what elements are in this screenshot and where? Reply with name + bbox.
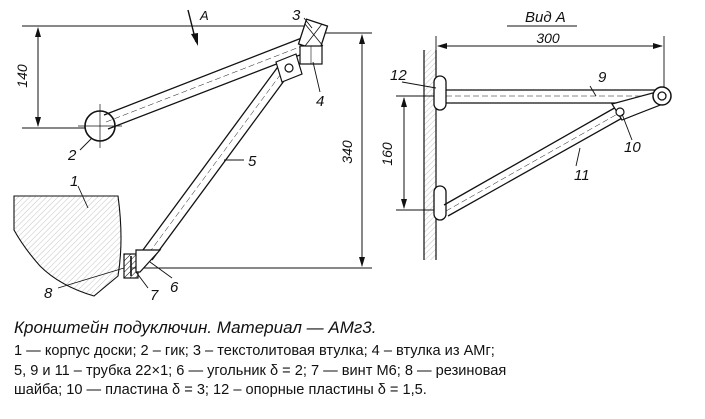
dimension-340: 340 [339, 34, 365, 267]
diagonal-strut-5 [139, 63, 293, 261]
bottom-bracket [123, 249, 162, 279]
callout-7: 7 [150, 287, 159, 304]
caption-line-1: 1 — корпус доски; 2 – гик; 3 – текстолит… [14, 343, 495, 359]
callout-10: 10 [624, 139, 641, 156]
callout-2: 2 [67, 147, 77, 164]
view-arrow-letter: А [199, 8, 209, 23]
callout-8: 8 [44, 285, 53, 302]
support-plates [433, 75, 447, 221]
dimension-140-label: 140 [14, 64, 30, 88]
upper-tube [103, 33, 319, 130]
board-hull [13, 195, 122, 297]
dimension-300: 300 [435, 30, 665, 90]
dimension-160-label: 160 [379, 142, 395, 166]
left-leaders [57, 17, 321, 289]
dimension-340-label: 340 [339, 140, 355, 164]
callout-3: 3 [292, 7, 301, 24]
right-leaders [401, 81, 633, 167]
technical-drawing: 140 340 А [13, 7, 672, 304]
caption-line-3: шайба; 10 — пластина δ = 3; 12 – опорные… [14, 382, 427, 398]
view-a-title: Вид А [507, 9, 577, 27]
callout-9: 9 [598, 69, 607, 86]
callout-1: 1 [70, 173, 78, 190]
diagonal-tube-11 [443, 105, 625, 217]
callout-4: 4 [316, 93, 324, 110]
dimension-300-label: 300 [536, 30, 560, 46]
view-a-title-text: Вид А [525, 9, 566, 26]
strut-joint [275, 53, 303, 83]
callout-11: 11 [574, 167, 590, 184]
callout-12: 12 [390, 67, 407, 84]
callout-6: 6 [170, 279, 179, 296]
boom-section [78, 104, 122, 148]
callout-5: 5 [248, 153, 257, 170]
dimension-140: 140 [14, 27, 41, 127]
caption-body: 1 — корпус доски; 2 – гик; 3 – текстолит… [14, 342, 698, 401]
end-joint [611, 86, 672, 121]
bushing-assembly [297, 18, 329, 65]
view-a-arrow: А [187, 8, 209, 46]
caption-title: Кронштейн подуключин. Материал — АМг3. [14, 318, 377, 337]
caption-line-2: 5, 9 и 11 – трубка 22×1; 6 — угольник δ … [14, 362, 507, 379]
